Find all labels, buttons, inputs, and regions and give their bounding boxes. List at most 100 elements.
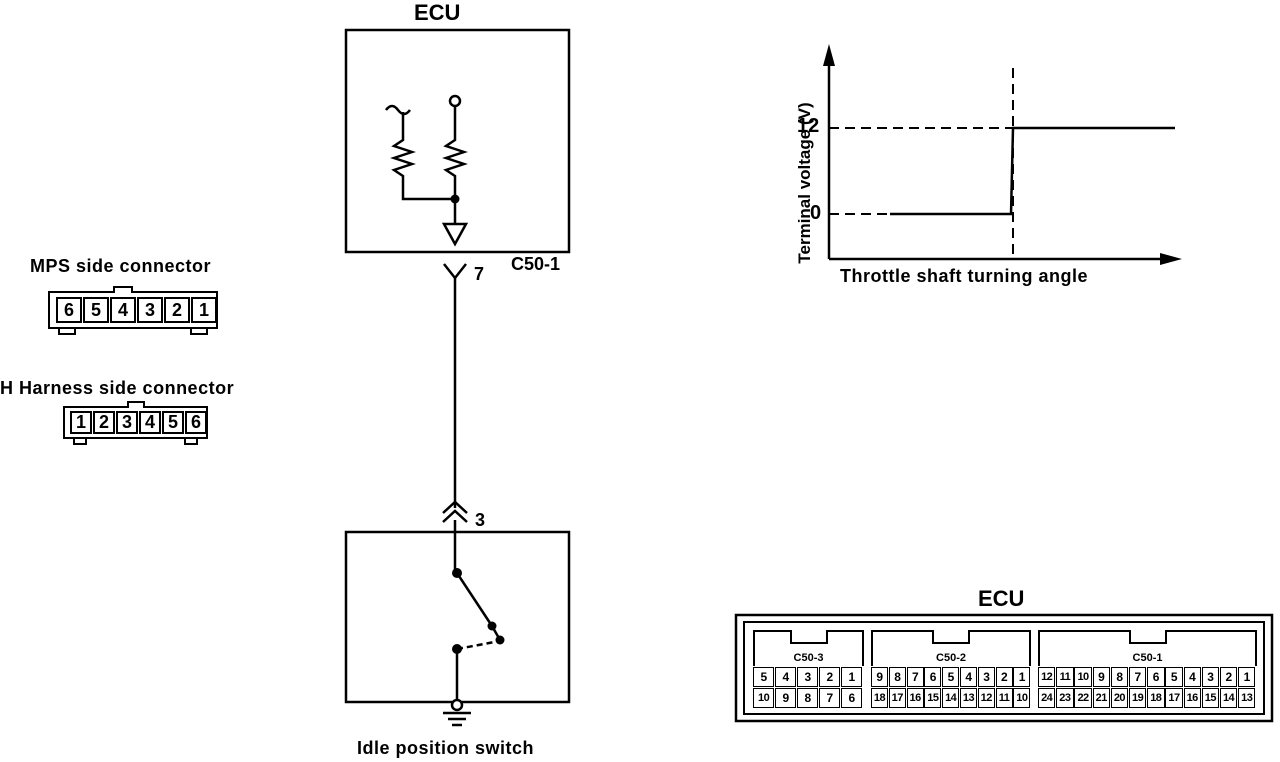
mps-pin: 6 bbox=[56, 297, 82, 323]
ecu-connector-id: C50-1 bbox=[511, 254, 561, 274]
ecu-pin: 4 bbox=[959, 667, 977, 687]
x-axis-label: Throttle shaft turning angle bbox=[840, 266, 1088, 286]
ecu-pin: 3 bbox=[796, 667, 819, 687]
connector-group-label: C50-3 bbox=[793, 652, 824, 664]
harness-connector-label: H Harness side connector bbox=[0, 378, 235, 398]
ecu-pin: 6 bbox=[924, 667, 942, 687]
ecu-block-title: ECU bbox=[978, 586, 1025, 611]
sine-source-icon bbox=[385, 104, 411, 116]
ecu-pin: 2 bbox=[995, 667, 1013, 687]
ecu-pin: 20 bbox=[1110, 688, 1129, 708]
ecu-pin: 8 bbox=[796, 688, 819, 708]
ecu-pin: 15 bbox=[1201, 688, 1220, 708]
ecu-pin: 10 bbox=[1013, 688, 1031, 708]
voltage-graph bbox=[823, 44, 1182, 265]
harness-pin: 6 bbox=[185, 411, 207, 434]
ecu-pin: 22 bbox=[1074, 688, 1092, 708]
ecu-ground-icon bbox=[441, 222, 469, 247]
ecu-pin: 7 bbox=[818, 688, 841, 708]
ecu-pin: 10 bbox=[753, 688, 775, 708]
ecu-pin: 1 bbox=[1238, 667, 1256, 687]
ecu-pin: 17 bbox=[1165, 688, 1183, 708]
ecu-pin: 12 bbox=[1038, 667, 1056, 687]
harness-pin: 4 bbox=[139, 411, 161, 434]
ecu-pin-number: 7 bbox=[474, 264, 485, 284]
ecu-pin: 24 bbox=[1038, 688, 1056, 708]
ecu-pin: 19 bbox=[1128, 688, 1147, 708]
ecu-pin: 9 bbox=[871, 667, 888, 687]
ecu-pin: 5 bbox=[1165, 667, 1183, 687]
ecu-block-frame bbox=[734, 613, 1274, 723]
harness-pin: 2 bbox=[93, 411, 115, 434]
ecu-pin: 13 bbox=[959, 688, 977, 708]
ecu-pin: 6 bbox=[840, 688, 863, 708]
mps-pin: 5 bbox=[83, 297, 109, 323]
junction-dot bbox=[450, 194, 460, 204]
ecu-pin: 2 bbox=[818, 667, 841, 687]
ecu-pin: 9 bbox=[774, 688, 797, 708]
mps-pin: 4 bbox=[110, 297, 136, 323]
ecu-pin: 13 bbox=[1238, 688, 1256, 708]
resistor-right bbox=[442, 106, 468, 224]
ecu-pin: 9 bbox=[1092, 667, 1110, 687]
ground-icon bbox=[443, 698, 471, 727]
harness-latch-icon bbox=[127, 401, 145, 408]
ecu-pin: 7 bbox=[1128, 667, 1147, 687]
mps-connector-label: MPS side connector bbox=[30, 256, 212, 276]
ecu-pin: 11 bbox=[1056, 667, 1074, 687]
connector-male-icon bbox=[443, 263, 467, 281]
ecu-pin: 1 bbox=[1013, 667, 1031, 687]
ecu-pin: 15 bbox=[924, 688, 942, 708]
switch-pin-number: 3 bbox=[475, 510, 486, 530]
ecu-pin: 18 bbox=[1147, 688, 1165, 708]
ecu-pin: 10 bbox=[1074, 667, 1092, 687]
mps-pin: 1 bbox=[191, 297, 217, 323]
ecu-pin: 14 bbox=[1219, 688, 1238, 708]
resistor-left bbox=[390, 112, 455, 201]
connector-group-label: C50-2 bbox=[936, 652, 966, 664]
ecu-pin: 6 bbox=[1147, 667, 1165, 687]
mps-pin: 3 bbox=[137, 297, 163, 323]
ecu-pin: 7 bbox=[906, 667, 924, 687]
ecu-pin: 17 bbox=[888, 688, 906, 708]
ecu-pin: 14 bbox=[942, 688, 960, 708]
ecu-pin: 4 bbox=[774, 667, 797, 687]
ecu-pin: 4 bbox=[1183, 667, 1201, 687]
mps-latch-icon bbox=[113, 286, 133, 293]
ecu-pin: 11 bbox=[995, 688, 1013, 708]
ecu-pin: 16 bbox=[1183, 688, 1201, 708]
latch-icon bbox=[1128, 630, 1167, 644]
ecu-pin: 3 bbox=[977, 667, 995, 687]
switch-blade bbox=[455, 572, 494, 627]
connector-female-icon bbox=[442, 500, 468, 523]
ecu-block-inner-frame bbox=[743, 621, 1265, 715]
harness-pin: 5 bbox=[162, 411, 184, 434]
switch-label: Idle position switch bbox=[357, 738, 535, 758]
connector-group-label: C50-1 bbox=[1132, 652, 1163, 664]
harness-pin: 1 bbox=[70, 411, 92, 434]
ecu-pin: 8 bbox=[1110, 667, 1129, 687]
ecu-pin: 16 bbox=[906, 688, 924, 708]
ecu-pin: 12 bbox=[977, 688, 995, 708]
ecu-pin: 23 bbox=[1056, 688, 1074, 708]
latch-icon bbox=[932, 630, 970, 644]
ecu-pin: 1 bbox=[840, 667, 863, 687]
ecu-pin: 2 bbox=[1219, 667, 1238, 687]
mps-pin: 2 bbox=[164, 297, 190, 323]
ecu-pin: 5 bbox=[942, 667, 960, 687]
ecu-pin: 5 bbox=[753, 667, 775, 687]
